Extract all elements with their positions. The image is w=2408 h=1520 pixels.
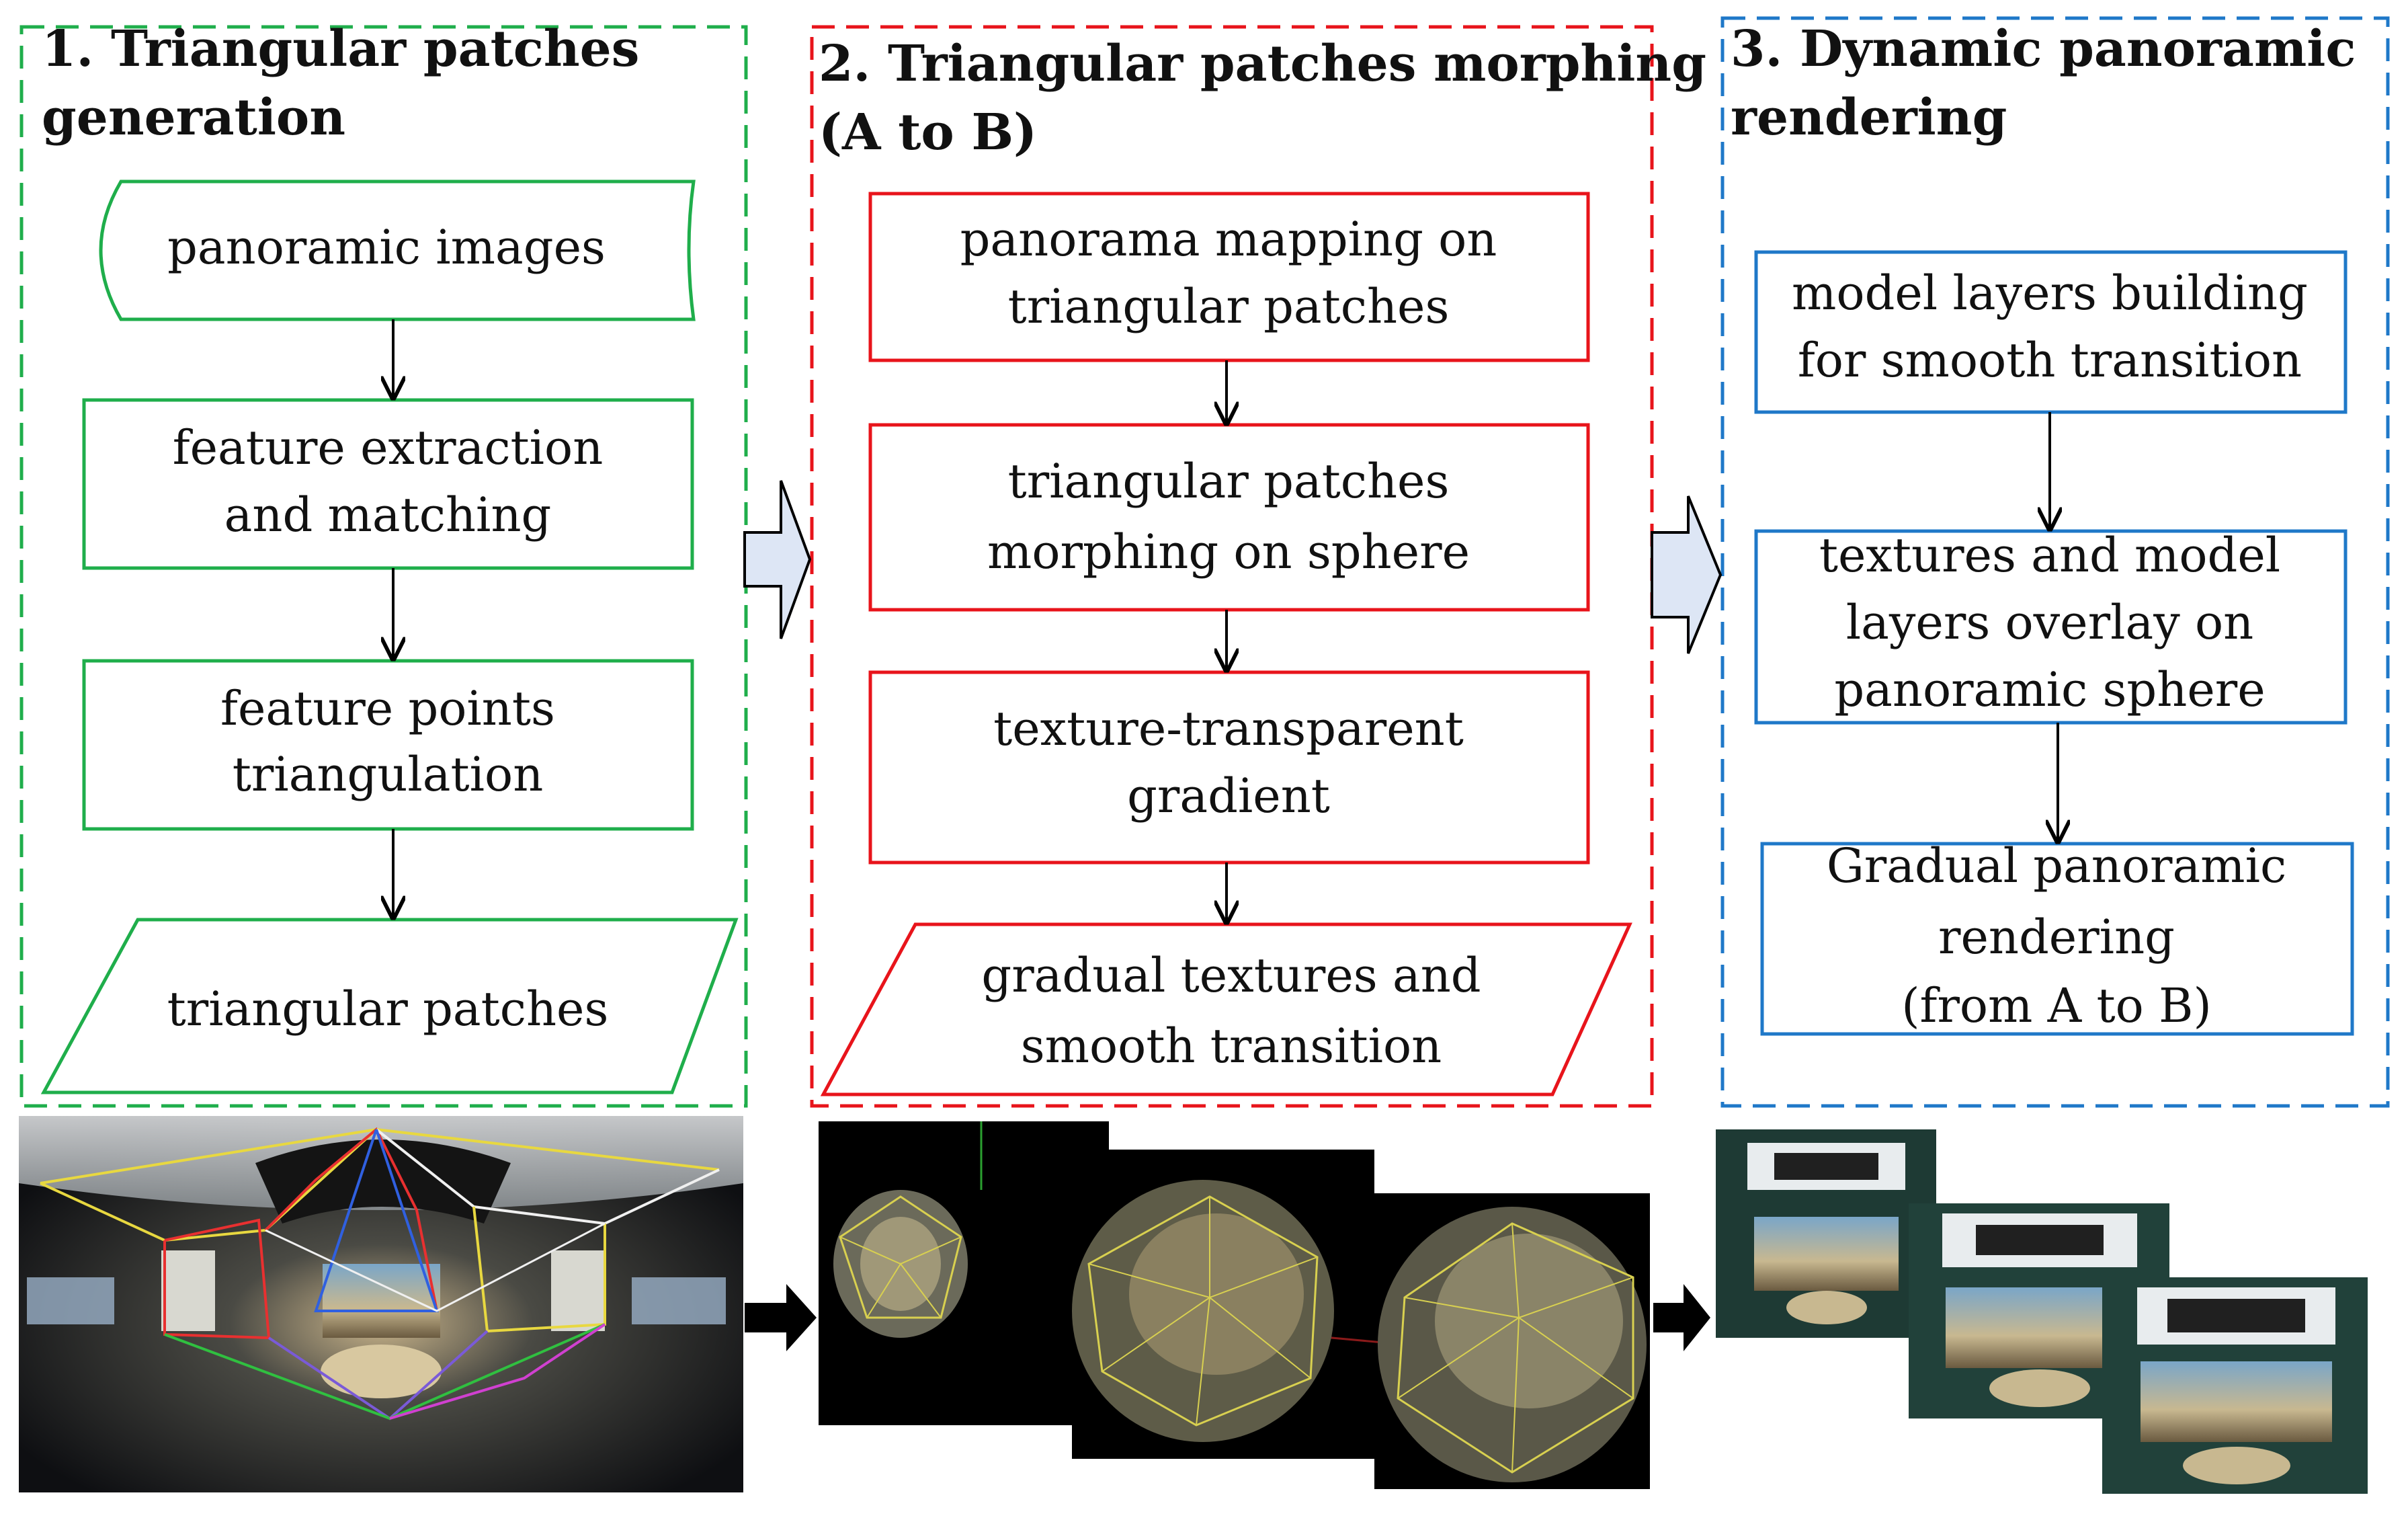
node-gradual-textures-line1: gradual textures and xyxy=(981,948,1481,1003)
node-texture-gradient-shape xyxy=(868,670,1590,865)
node-patches-morphing-line2: morphing on sphere xyxy=(987,524,1470,579)
node-panoramic-images-label: panoramic images xyxy=(167,220,606,275)
block-arrow-2-to-3 xyxy=(1651,495,1722,654)
node-feature-triangulation-line2: triangulation xyxy=(233,747,544,802)
block-arrow-1-to-2 xyxy=(743,480,812,639)
panel-1-title-line1: 1. Triangular patches xyxy=(42,20,639,78)
black-arrow-1 xyxy=(745,1284,817,1351)
black-arrow-2 xyxy=(1653,1284,1710,1351)
panel-1-title-line2: generation xyxy=(42,89,345,147)
node-triangular-patches-label: triangular patches xyxy=(167,982,609,1037)
node-textures-overlay-line3: panoramic sphere xyxy=(1834,662,2265,717)
node-panorama-mapping-line2: triangular patches xyxy=(1008,279,1450,334)
panel-3-frame xyxy=(1720,16,2390,1108)
node-feature-extraction-line2: and matching xyxy=(224,487,552,543)
node-texture-gradient-line2: gradient xyxy=(1127,768,1330,824)
node-textures-overlay-shape xyxy=(1754,529,2348,725)
node-model-layers-shape xyxy=(1754,250,2348,414)
node-model-layers-line1: model layers building xyxy=(1792,266,2308,321)
node-textures-overlay-line1: textures and model xyxy=(1819,528,2280,583)
panel-3-title-line2: rendering xyxy=(1731,89,2007,147)
node-panorama-mapping-shape xyxy=(868,192,1590,362)
node-gradual-rendering-line2: rendering xyxy=(1938,910,2175,965)
node-feature-triangulation-line1: feature points xyxy=(220,681,555,736)
node-gradual-textures-line2: smooth transition xyxy=(1021,1018,1442,1074)
node-feature-extraction-shape xyxy=(82,398,694,570)
node-triangular-patches-shape xyxy=(40,918,739,1094)
node-gradual-rendering-line3: (from A to B) xyxy=(1901,978,2212,1033)
node-gradual-rendering-line1: Gradual panoramic xyxy=(1827,838,2286,893)
node-panoramic-images-shape xyxy=(99,179,696,321)
panel-2-title-line2: (A to B) xyxy=(819,104,1037,161)
node-gradual-textures-shape xyxy=(820,922,1632,1096)
panel-3-title-line1: 3. Dynamic panoramic xyxy=(1731,20,2356,78)
node-panorama-mapping-line1: panorama mapping on xyxy=(960,212,1497,267)
node-texture-gradient-line1: texture-transparent xyxy=(993,701,1464,756)
panel-1-frame xyxy=(19,25,748,1108)
node-model-layers-line2: for smooth transition xyxy=(1798,333,2302,388)
node-textures-overlay-line2: layers overlay on xyxy=(1846,595,2253,650)
node-patches-morphing-shape xyxy=(868,423,1590,612)
sphere-morphing-images xyxy=(819,1121,1650,1489)
node-patches-morphing-line1: triangular patches xyxy=(1008,454,1450,509)
rendered-room-images xyxy=(1716,1129,2368,1494)
panel-2-title-line1: 2. Triangular patches morphing xyxy=(819,35,1706,93)
node-feature-extraction-line1: feature extraction xyxy=(173,420,604,475)
panorama-triangulation-image xyxy=(19,1116,743,1492)
